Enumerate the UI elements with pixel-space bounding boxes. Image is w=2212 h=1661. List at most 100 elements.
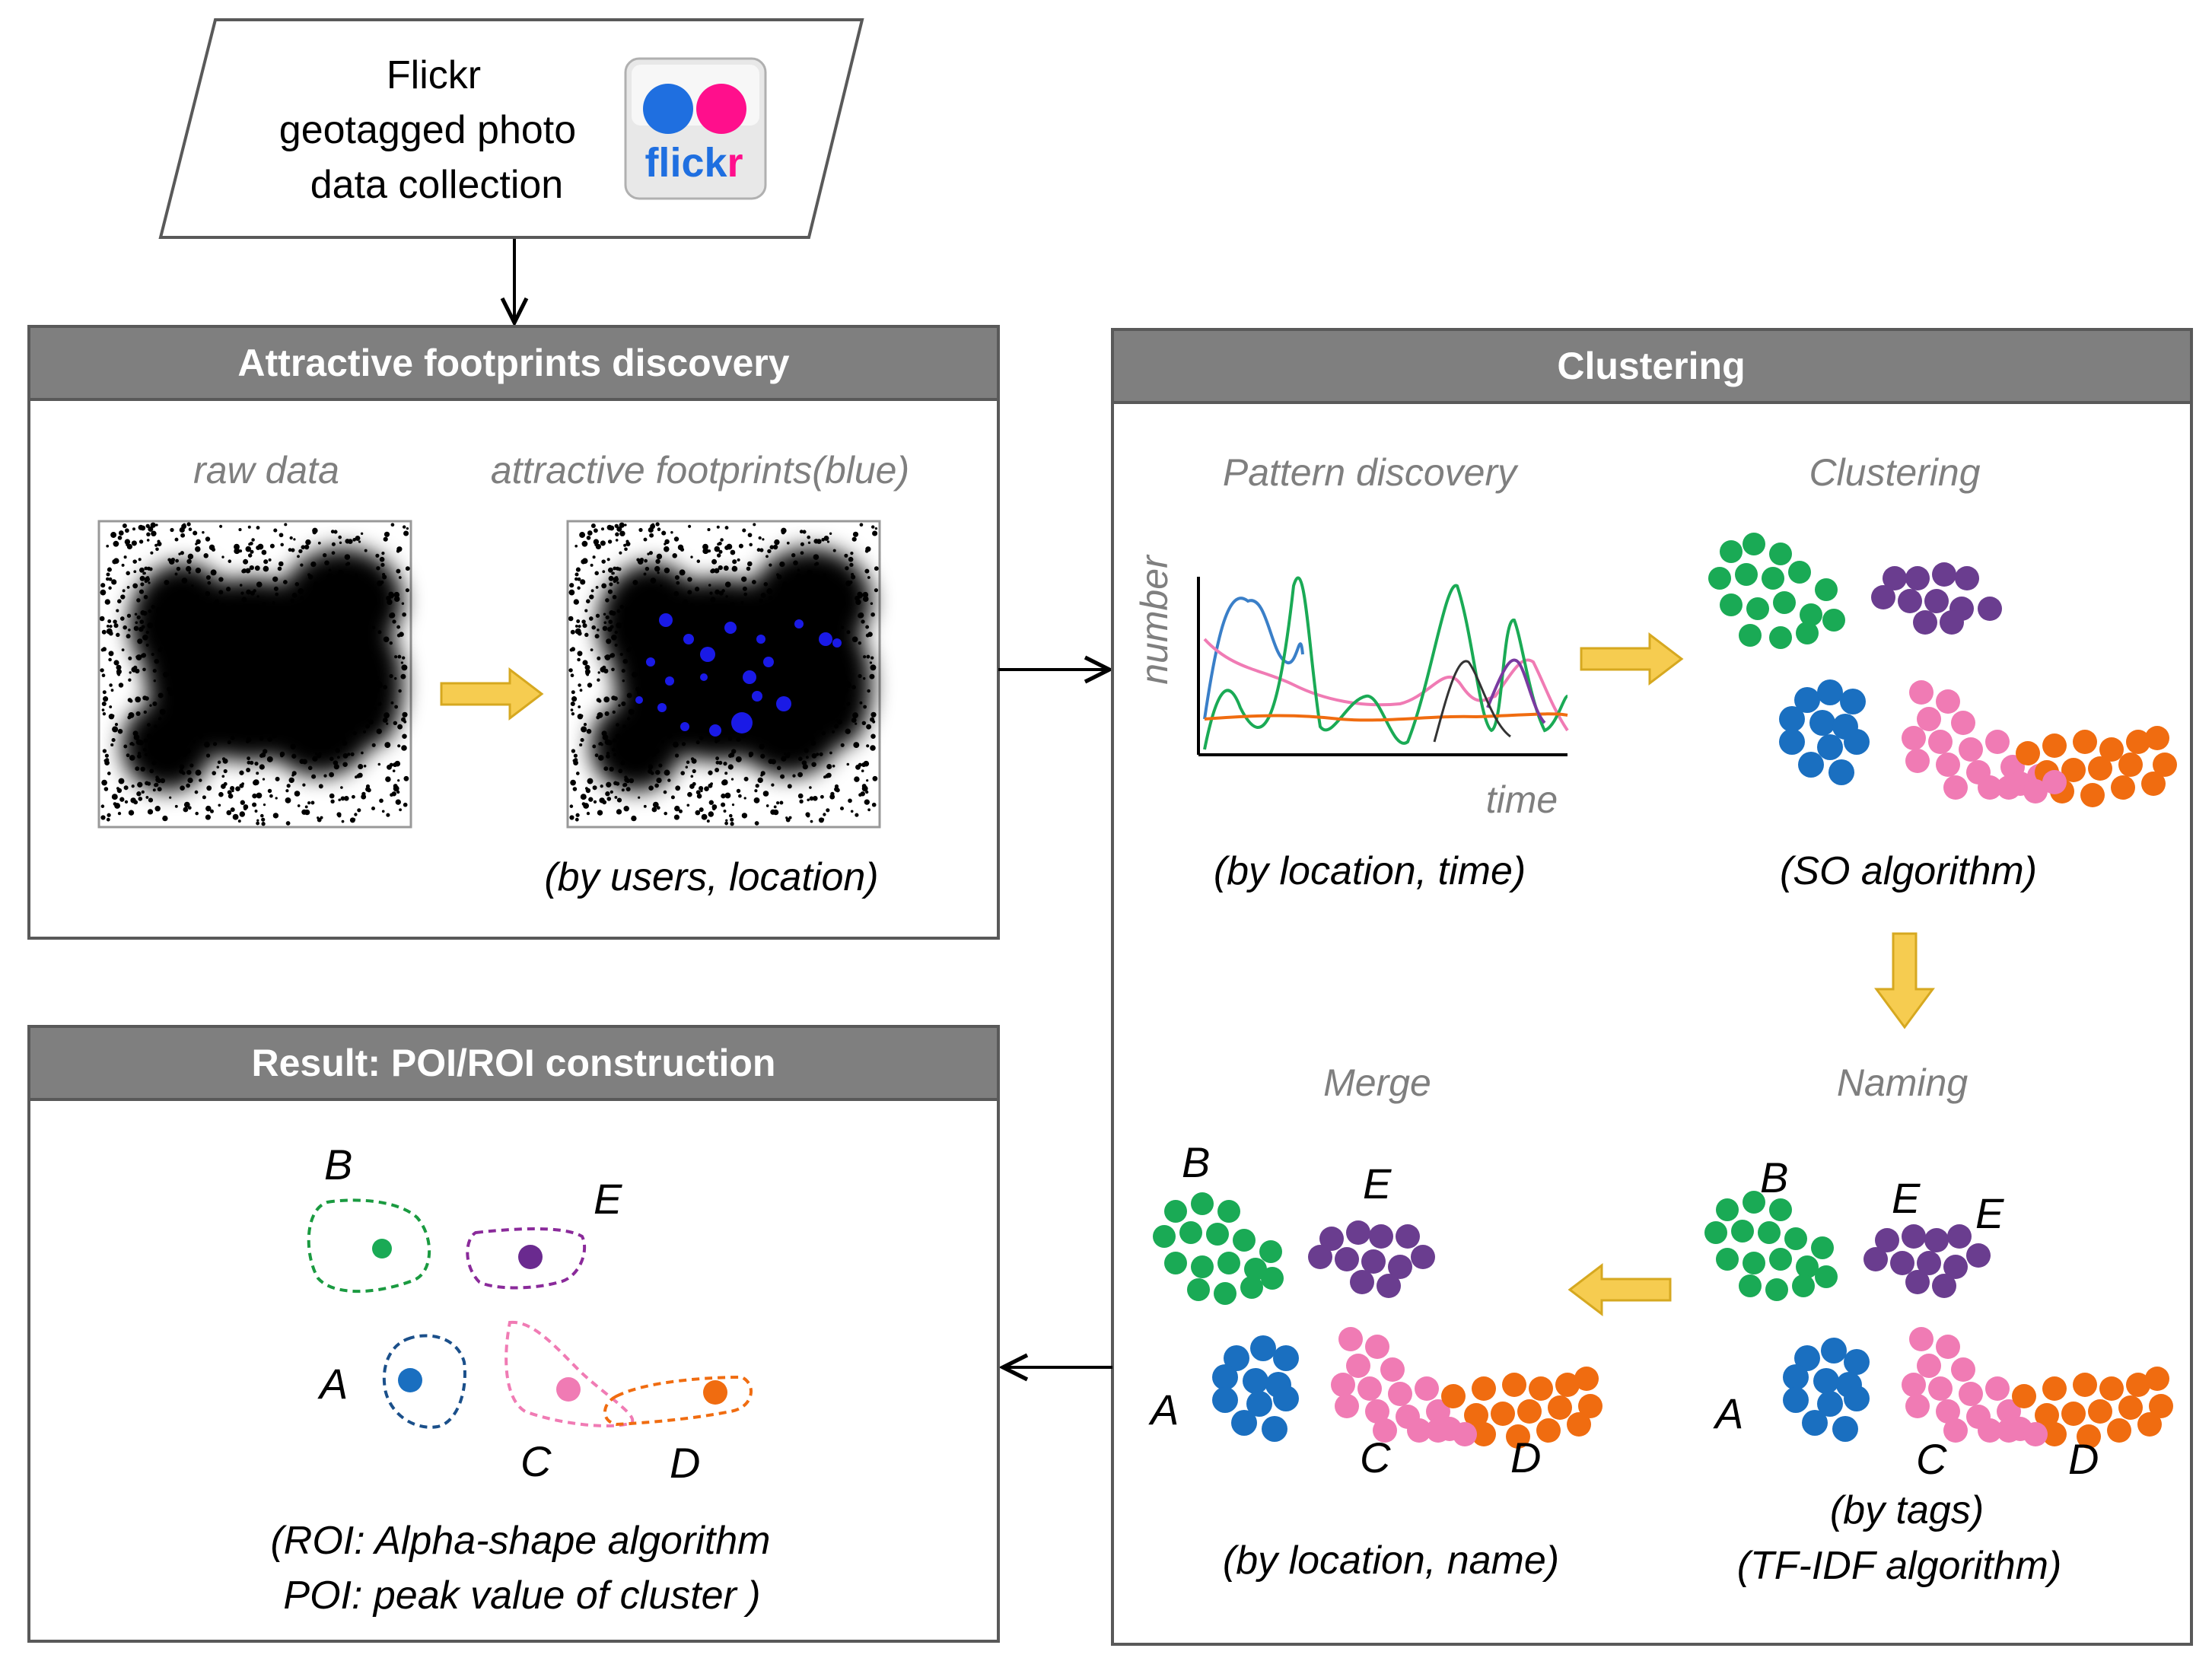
merge-point-blue	[1273, 1386, 1299, 1411]
cluster-point-orange	[2099, 737, 2124, 762]
naming-point-pink	[1936, 1335, 1960, 1359]
merge-point-purple	[1350, 1270, 1374, 1294]
merge-point-green	[1153, 1225, 1176, 1248]
cluster-point-purple	[1913, 610, 1937, 635]
merge-point-pink	[1331, 1373, 1355, 1397]
naming-point-orange	[2145, 1367, 2169, 1391]
merge-point-orange	[1441, 1384, 1466, 1408]
naming-point-orange	[2035, 1403, 2059, 1427]
cluster-point-purple	[1905, 566, 1930, 590]
cluster-point-purple	[1883, 566, 1907, 590]
naming-point-pink	[1997, 1418, 2021, 1443]
cluster-point-pink	[1943, 775, 1968, 800]
merge-point-orange	[1529, 1376, 1553, 1401]
naming-point-orange	[2073, 1373, 2097, 1397]
cluster-point-pink	[1978, 775, 2002, 800]
cluster-point-orange	[2016, 741, 2040, 765]
merge-scatter	[1153, 1192, 1603, 1449]
merge-point-pink	[1365, 1335, 1389, 1359]
naming-point-purple	[1966, 1243, 1991, 1268]
cluster-point-blue	[1817, 734, 1843, 760]
naming-point-pink	[1902, 1373, 1926, 1397]
merge-point-pink	[1373, 1418, 1397, 1443]
merge-point-green	[1214, 1282, 1236, 1305]
merge-point-orange	[1548, 1395, 1572, 1420]
merge-label-A: A	[1148, 1386, 1179, 1433]
naming-point-orange	[2149, 1394, 2173, 1418]
merge-point-orange	[1491, 1402, 1515, 1426]
cluster-point-pink	[1928, 730, 1953, 754]
merge-point-pink	[1365, 1399, 1389, 1424]
cluster-point-orange	[2061, 758, 2086, 782]
naming-point-green	[1784, 1227, 1807, 1250]
merge-point-green	[1206, 1223, 1229, 1246]
cluster-point-orange	[2080, 783, 2105, 807]
result-title: Result: POI/ROI construction	[252, 1042, 776, 1084]
cluster-point-green	[1743, 533, 1765, 555]
poi-C	[556, 1377, 581, 1402]
naming-point-orange	[2126, 1373, 2150, 1397]
merge-point-orange	[1574, 1367, 1599, 1391]
merge-point-blue	[1212, 1364, 1238, 1390]
cluster-point-blue	[1840, 689, 1866, 714]
footprints-flow-arrow-icon	[440, 667, 544, 721]
pattern-timeseries-plot: number time	[1133, 554, 1569, 821]
naming-point-green	[1811, 1236, 1834, 1259]
cluster-point-purple	[1932, 562, 1956, 587]
naming-point-green	[1765, 1278, 1788, 1301]
merge-point-blue	[1212, 1387, 1238, 1413]
naming-label-E1: E	[1892, 1174, 1921, 1222]
result-note-2: POI: peak value of cluster )	[283, 1573, 760, 1618]
merge-point-pink	[1335, 1394, 1359, 1418]
naming-label-B: B	[1760, 1153, 1788, 1201]
naming-point-purple	[1943, 1255, 1968, 1279]
svg-text:flickr: flickr	[645, 140, 743, 186]
naming-point-orange	[2061, 1402, 2086, 1426]
merge-label-E: E	[1363, 1160, 1392, 1208]
merge-point-pink	[1338, 1327, 1363, 1351]
merge-point-orange	[1578, 1394, 1603, 1418]
naming-point-orange	[2077, 1424, 2101, 1449]
merge-point-green	[1244, 1258, 1267, 1281]
naming-point-blue	[1802, 1410, 1828, 1436]
naming-point-orange	[2042, 1376, 2067, 1401]
poi-D	[703, 1380, 727, 1405]
series-green	[1203, 576, 1569, 750]
merge-point-blue	[1250, 1335, 1276, 1361]
naming-point-pink	[1909, 1327, 1934, 1351]
cluster-point-purple	[1978, 597, 2002, 621]
cluster-point-pink	[1959, 737, 1983, 762]
naming-point-green	[1796, 1255, 1819, 1278]
cluster-point-blue	[1817, 679, 1843, 705]
merge-point-blue	[1231, 1410, 1257, 1436]
naming-point-pink	[1997, 1399, 2021, 1424]
merge-point-orange	[1517, 1399, 1542, 1424]
cluster-point-blue	[1844, 729, 1870, 755]
naming-point-orange	[2012, 1384, 2036, 1408]
result-label-E: E	[594, 1175, 622, 1223]
cluster-point-purple	[1955, 566, 1979, 590]
merge-point-green	[1191, 1192, 1214, 1215]
merge-point-blue	[1262, 1416, 1287, 1442]
clustering-to-naming-arrow-icon	[1874, 932, 1935, 1029]
naming-label-C: C	[1916, 1435, 1947, 1483]
cluster-point-pink	[2042, 770, 2067, 794]
cluster-point-green	[1788, 561, 1811, 584]
cluster-point-purple	[1924, 589, 1949, 613]
naming-point-purple	[1902, 1224, 1926, 1249]
merge-point-purple	[1335, 1247, 1359, 1271]
naming-point-blue	[1783, 1387, 1809, 1413]
merge-point-orange	[1536, 1418, 1561, 1443]
naming-point-purple	[1875, 1228, 1899, 1252]
result-note-1: (ROI: Alpha-shape algorithm	[270, 1519, 770, 1563]
poi-B	[372, 1239, 392, 1258]
naming-point-purple	[1890, 1251, 1914, 1275]
roi-outline-A	[382, 1334, 466, 1429]
flickr-logo-icon: flickr	[624, 57, 767, 200]
merge-point-blue	[1224, 1345, 1249, 1371]
cluster-point-blue	[1809, 710, 1835, 736]
merge-label-B: B	[1182, 1138, 1210, 1186]
naming-point-blue	[1813, 1368, 1839, 1394]
naming-point-pink	[1951, 1357, 1975, 1382]
naming-point-pink	[1978, 1418, 2002, 1443]
